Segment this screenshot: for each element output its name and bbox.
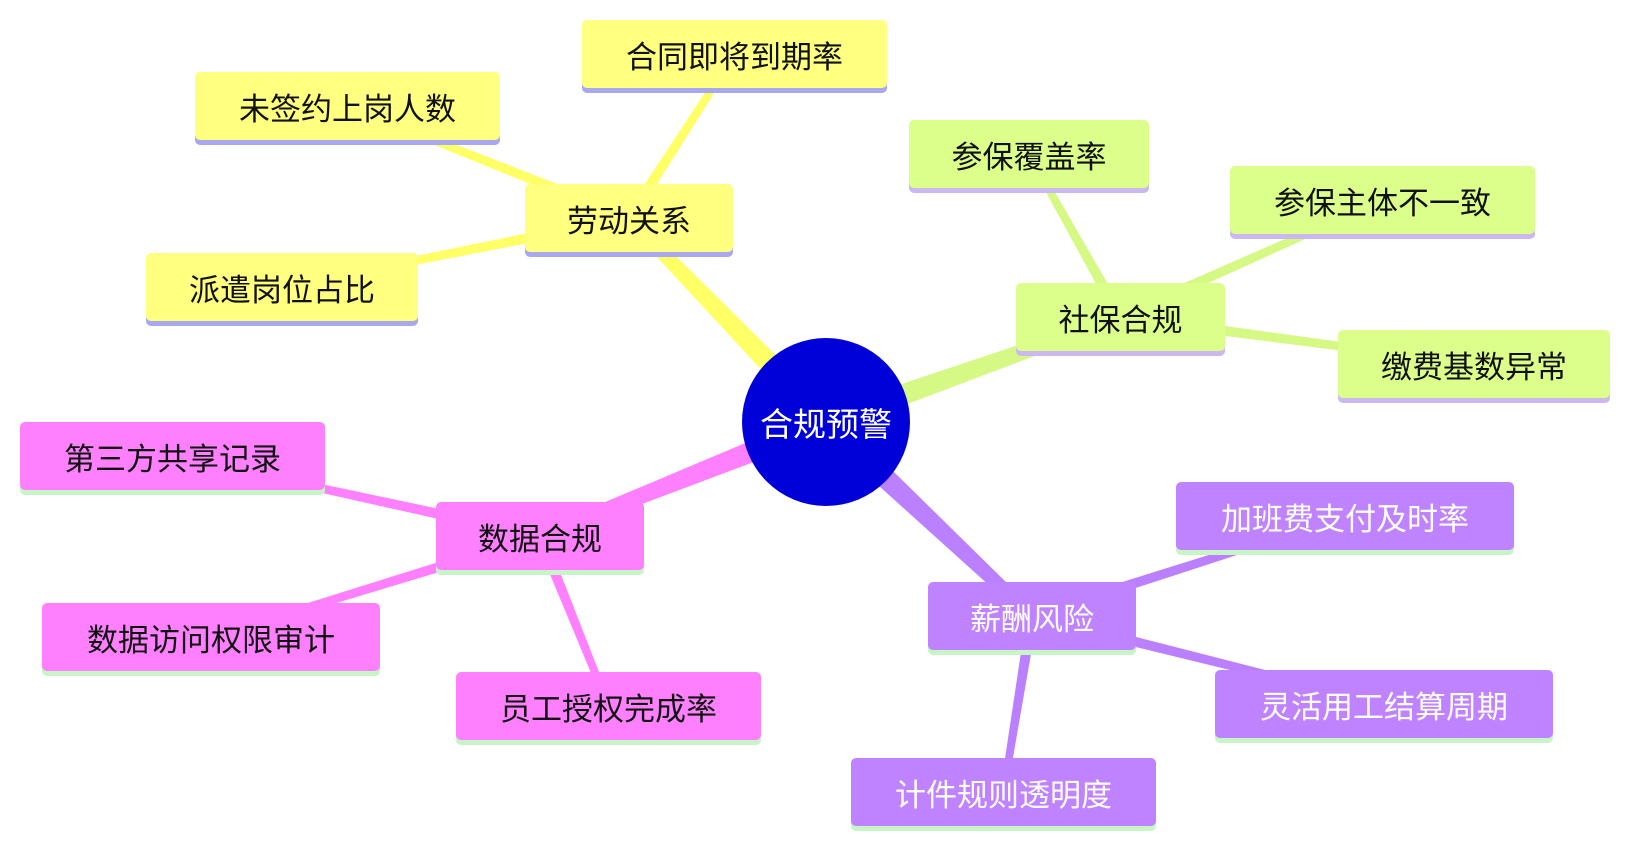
leaf-node-overtime-pay[interactable]: 加班费支付及时率 — [1176, 482, 1514, 550]
leaf-label: 灵活用工结算周期 — [1260, 689, 1508, 726]
leaf-label: 参保覆盖率 — [951, 139, 1107, 176]
leaf-node-contract-expiring[interactable]: 合同即将到期率 — [582, 20, 887, 88]
leaf-node-unsigned-onboard[interactable]: 未签约上岗人数 — [195, 72, 500, 140]
center-node-label: 合规预警 — [760, 405, 892, 444]
leaf-label: 参保主体不一致 — [1274, 185, 1491, 222]
branch-label: 劳动关系 — [567, 203, 691, 240]
branch-node-social[interactable]: 社保合规 — [1016, 283, 1225, 351]
leaf-node-access-audit[interactable]: 数据访问权限审计 — [42, 603, 380, 671]
branch-label: 社保合规 — [1058, 302, 1183, 339]
leaf-node-dispatch-ratio[interactable]: 派遣岗位占比 — [146, 253, 418, 321]
branch-node-data[interactable]: 数据合规 — [436, 502, 644, 570]
leaf-node-coverage-rate[interactable]: 参保覆盖率 — [909, 120, 1149, 188]
leaf-label: 数据访问权限审计 — [87, 622, 335, 659]
branch-label: 薪酬风险 — [970, 601, 1094, 638]
branch-node-salary[interactable]: 薪酬风险 — [928, 582, 1136, 650]
leaf-node-piece-rule[interactable]: 计件规则透明度 — [851, 758, 1156, 826]
leaf-node-third-party[interactable]: 第三方共享记录 — [20, 422, 325, 490]
leaf-label: 缴费基数异常 — [1381, 349, 1567, 386]
leaf-label: 合同即将到期率 — [626, 39, 843, 76]
leaf-node-entity-mismatch[interactable]: 参保主体不一致 — [1230, 166, 1535, 234]
leaf-node-base-abnormal[interactable]: 缴费基数异常 — [1338, 330, 1610, 398]
connector-social-leaf-0 — [1025, 152, 1126, 320]
branch-label: 数据合规 — [478, 521, 602, 558]
connector-salary-leaf-2 — [1000, 615, 1038, 793]
leaf-label: 未签约上岗人数 — [239, 91, 456, 128]
connector-labor-leaf-1 — [624, 52, 738, 221]
leaf-label: 计件规则透明度 — [895, 777, 1112, 814]
leaf-node-flex-settlement[interactable]: 灵活用工结算周期 — [1215, 670, 1553, 738]
leaf-label: 第三方共享记录 — [64, 441, 281, 478]
leaf-node-consent-rate[interactable]: 员工授权完成率 — [456, 672, 761, 740]
connector-data-leaf-2 — [534, 533, 612, 708]
leaf-label: 派遣岗位占比 — [189, 272, 375, 309]
center-node[interactable]: 合规预警 — [742, 338, 910, 506]
leaf-label: 加班费支付及时率 — [1221, 501, 1469, 538]
leaf-label: 员工授权完成率 — [500, 691, 717, 728]
branch-node-labor[interactable]: 劳动关系 — [525, 184, 733, 252]
